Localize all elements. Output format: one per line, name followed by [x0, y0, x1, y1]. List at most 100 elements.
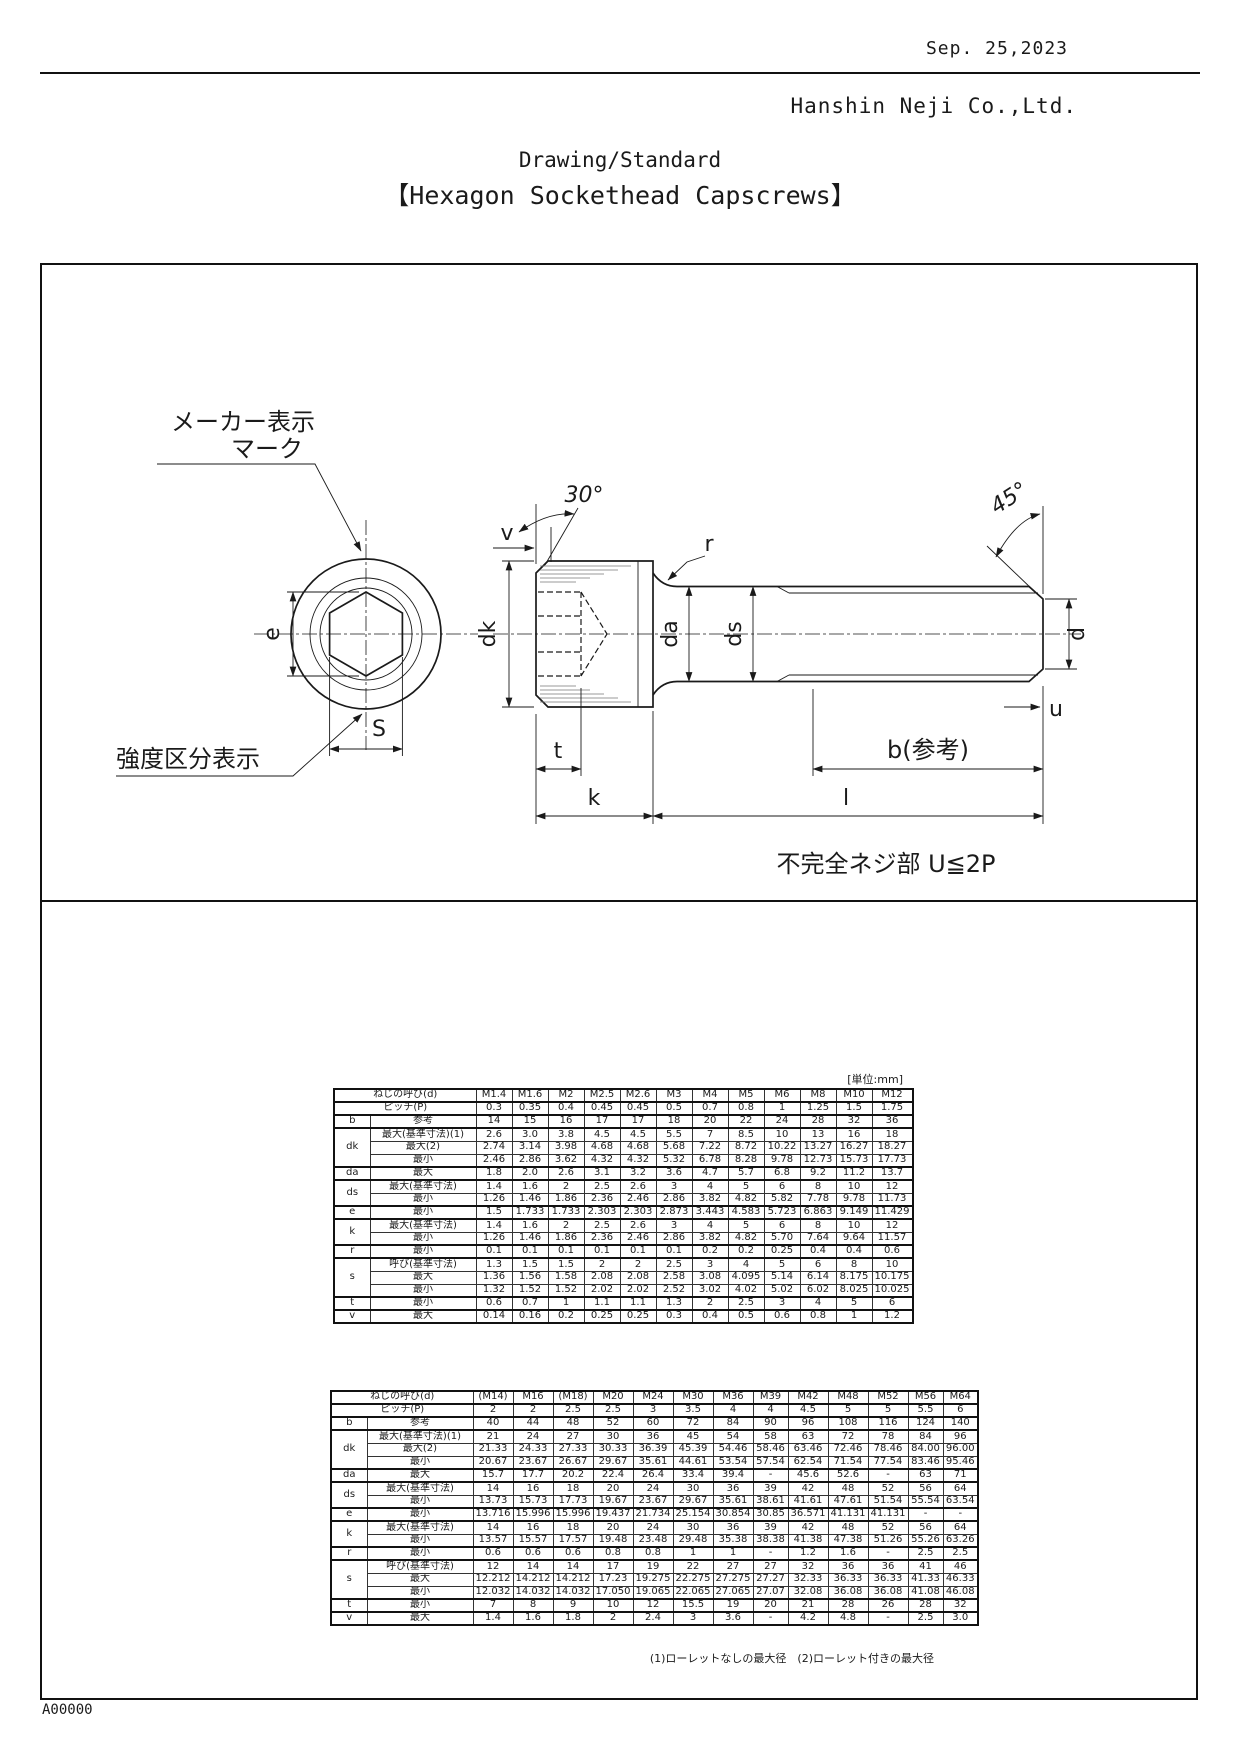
table-cell: 116: [867, 1416, 909, 1431]
table-cell: 21: [787, 1598, 829, 1613]
table-cell: 15: [511, 1114, 549, 1129]
table-cell: 2.74: [475, 1140, 513, 1155]
table-cell: 0.1: [511, 1244, 549, 1259]
table-cell: 1.86: [547, 1192, 585, 1207]
table-cell: 27.07: [752, 1585, 789, 1600]
document-number: A00000: [42, 1702, 93, 1718]
dimension-symbol: dk: [333, 1127, 371, 1168]
table-cell: 22: [672, 1559, 714, 1574]
dimension-sublabel: 参考: [369, 1114, 477, 1129]
table-cell: 16: [835, 1127, 873, 1142]
table-cell: 57.54: [752, 1455, 789, 1470]
table-cell: 1.5: [547, 1257, 585, 1272]
table-cell: 2.46: [475, 1153, 513, 1168]
table-cell: 2.0: [511, 1166, 549, 1181]
table-cell: 4.2: [787, 1611, 829, 1626]
table-cell: 2.86: [655, 1192, 693, 1207]
table-cell: 41.131: [867, 1507, 909, 1522]
table-cell: 5.5: [907, 1403, 944, 1418]
table-cell: 16: [512, 1481, 554, 1496]
table-cell: 22: [727, 1114, 765, 1129]
dimension-sublabel: 最小: [366, 1507, 474, 1522]
table-cell: 63.26: [942, 1533, 979, 1548]
table-cell: 36: [712, 1520, 754, 1535]
table-cell: 27.065: [712, 1585, 754, 1600]
table-cell: 84.00: [907, 1442, 944, 1457]
table-cell: 56: [907, 1520, 944, 1535]
table-cell: 45.39: [672, 1442, 714, 1457]
table-cell: 2: [619, 1257, 657, 1272]
size-column-header: M12: [871, 1088, 913, 1103]
dim-label-l: l: [843, 786, 849, 811]
table-cell: 0.4: [799, 1244, 837, 1259]
table-cell: -: [942, 1507, 979, 1522]
table-cell: 2.6: [475, 1127, 513, 1142]
table-cell: 2.5: [727, 1296, 765, 1311]
table-cell: 3.5: [672, 1403, 714, 1418]
table-cell: 3.62: [547, 1153, 585, 1168]
dimension-sublabel: 最大(基準寸法): [369, 1179, 477, 1194]
dimension-sublabel: 呼び(基準寸法): [366, 1559, 474, 1574]
table-cell: 64: [942, 1481, 979, 1496]
table-cell: 62.54: [787, 1455, 829, 1470]
table-cell: 3.0: [511, 1127, 549, 1142]
table-cell: 10: [763, 1127, 801, 1142]
table-cell: 18.27: [871, 1140, 913, 1155]
table-cell: 47.61: [827, 1494, 869, 1509]
table-cell: 6.02: [799, 1283, 837, 1298]
table-cell: 0.6: [472, 1546, 514, 1561]
table-cell: 53.54: [712, 1455, 754, 1470]
document-subtitle: 【Hexagon Sockethead Capscrews】: [384, 181, 856, 210]
table-cell: 15.5: [672, 1598, 714, 1613]
side-view: dk 30° v r da ds 45°: [476, 477, 1090, 878]
size-column-header: M2.5: [583, 1088, 621, 1103]
table-cell: 5.723: [763, 1205, 801, 1220]
table-cell: 0.1: [655, 1244, 693, 1259]
table-cell: 18: [871, 1127, 913, 1142]
table-cell: 0.1: [619, 1244, 657, 1259]
table-cell: 8: [512, 1598, 554, 1613]
table-cell: 1.4: [475, 1218, 513, 1233]
table-cell: 10: [835, 1218, 873, 1233]
table-cell: 1.58: [547, 1270, 585, 1285]
table-cell: 0.1: [583, 1244, 621, 1259]
table-cell: 9.149: [835, 1205, 873, 1220]
table-cell: 39.4: [712, 1468, 754, 1483]
table-cell: 4: [752, 1403, 789, 1418]
table-cell: 5.32: [655, 1153, 693, 1168]
table-cell: 17.73: [552, 1494, 594, 1509]
dim-label-e: e: [260, 627, 285, 641]
header-rule: [40, 72, 1200, 74]
table-cell: 9: [552, 1598, 594, 1613]
table-cell: 13.57: [472, 1533, 514, 1548]
table-cell: 14.212: [512, 1572, 554, 1587]
table-cell: 1.52: [511, 1283, 549, 1298]
pitch-row-label: ピッチ(P): [333, 1101, 477, 1116]
table-cell: 30: [672, 1520, 714, 1535]
table-cell: 5: [835, 1296, 873, 1311]
table-cell: 1.56: [511, 1270, 549, 1285]
dimension-symbol: dk: [330, 1429, 368, 1470]
table-cell: 4: [727, 1257, 765, 1272]
table-cell: 15.7: [472, 1468, 514, 1483]
table-cell: 56: [907, 1481, 944, 1496]
table-cell: 6: [799, 1257, 837, 1272]
table-cell: 3.8: [547, 1127, 585, 1142]
table-cell: 35.61: [712, 1494, 754, 1509]
dimension-sublabel: 最大: [369, 1166, 477, 1181]
table-cell: 2: [691, 1296, 729, 1311]
table-cell: -: [752, 1546, 789, 1561]
table-cell: 3: [691, 1257, 729, 1272]
table-cell: 58: [752, 1429, 789, 1444]
table-cell: 0.5: [655, 1101, 693, 1116]
table-cell: 0.8: [592, 1546, 634, 1561]
dimension-sublabel: 最小: [366, 1494, 474, 1509]
table-cell: 20: [592, 1520, 634, 1535]
dimension-sublabel: 最大: [369, 1270, 477, 1285]
table-cell: 0.6: [552, 1546, 594, 1561]
table-cell: 2.46: [619, 1192, 657, 1207]
table-cell: 5: [763, 1257, 801, 1272]
table-cell: 2.46: [619, 1231, 657, 1246]
table-cell: 0.2: [691, 1244, 729, 1259]
table-cell: 46.08: [942, 1585, 979, 1600]
